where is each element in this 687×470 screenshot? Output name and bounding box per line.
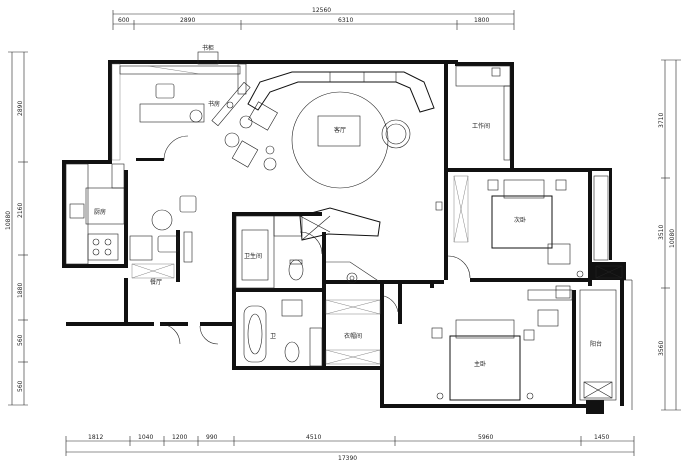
label-study: 书房 xyxy=(208,100,220,108)
dim-left-1: 2160 xyxy=(17,203,24,218)
bathroom-upper: 卫生间 xyxy=(235,215,323,289)
bathroom-lower: 卫 xyxy=(243,299,323,367)
label-living-room: 客厅 xyxy=(334,126,346,134)
dim-left-2: 1880 xyxy=(17,283,24,298)
label-guest-bedroom: 次卧 xyxy=(514,216,526,224)
dim-top-3: 1800 xyxy=(474,17,489,24)
dim-bottom-5: 5960 xyxy=(478,434,493,441)
entry-feature xyxy=(299,207,381,241)
dim-top-2: 6310 xyxy=(338,17,353,24)
dim-bottom-0: 1812 xyxy=(88,434,103,441)
label-workroom: 工作间 xyxy=(472,122,490,130)
label-bathroom-2: 卫 xyxy=(270,333,276,340)
living-room: 客厅 xyxy=(211,63,443,211)
dim-right-total: 10080 xyxy=(669,229,676,248)
dim-top-1: 2890 xyxy=(180,17,195,24)
master-bedroom: 主卧 xyxy=(431,285,573,401)
dim-left-0: 2890 xyxy=(17,101,24,116)
dim-bottom-1: 1040 xyxy=(138,434,153,441)
label-cloakroom: 衣帽间 xyxy=(344,332,362,340)
dim-bottom-3: 990 xyxy=(206,434,218,441)
dim-right-2: 3560 xyxy=(658,341,665,356)
workroom: 工作间 xyxy=(447,65,511,279)
balcony: 阳台 xyxy=(579,279,633,410)
dimension-bottom: 1812 1040 1200 990 4510 5960 1450 17390 xyxy=(65,434,635,462)
walls xyxy=(62,60,626,414)
kitchen: 厨房 xyxy=(65,163,125,265)
dim-bottom-6: 1450 xyxy=(594,434,609,441)
cloakroom: 衣帽间 xyxy=(325,261,399,365)
dim-top-0: 600 xyxy=(118,17,130,24)
dimension-right: 3710 3510 3560 10080 xyxy=(658,59,681,411)
dim-top-total: 12560 xyxy=(312,7,331,14)
dim-left-total: 10880 xyxy=(5,211,12,230)
dim-left-4: 560 xyxy=(17,380,24,392)
dining-room: 餐厅 xyxy=(129,195,219,345)
dim-bottom-4: 4510 xyxy=(306,434,321,441)
label-bathroom-1: 卫生间 xyxy=(244,252,262,260)
dimension-top: 12560 600 2890 6310 1800 xyxy=(112,7,515,30)
dim-left-3: 560 xyxy=(17,334,24,346)
dim-right-0: 3710 xyxy=(658,113,665,128)
guest-bedroom: 次卧 xyxy=(453,175,623,279)
dim-bottom-total: 17390 xyxy=(338,455,357,462)
label-kitchen: 厨房 xyxy=(94,208,106,216)
label-bookcase: 书柜 xyxy=(202,44,214,52)
dim-right-1: 3510 xyxy=(658,225,665,240)
label-balcony: 阳台 xyxy=(590,340,602,348)
dimension-left: 10880 2890 2160 1880 560 560 xyxy=(5,51,28,406)
label-dining: 餐厅 xyxy=(150,278,162,286)
dim-bottom-2: 1200 xyxy=(172,434,187,441)
study-room: 书柜 书房 xyxy=(111,44,241,161)
label-master-bedroom: 主卧 xyxy=(474,360,486,368)
